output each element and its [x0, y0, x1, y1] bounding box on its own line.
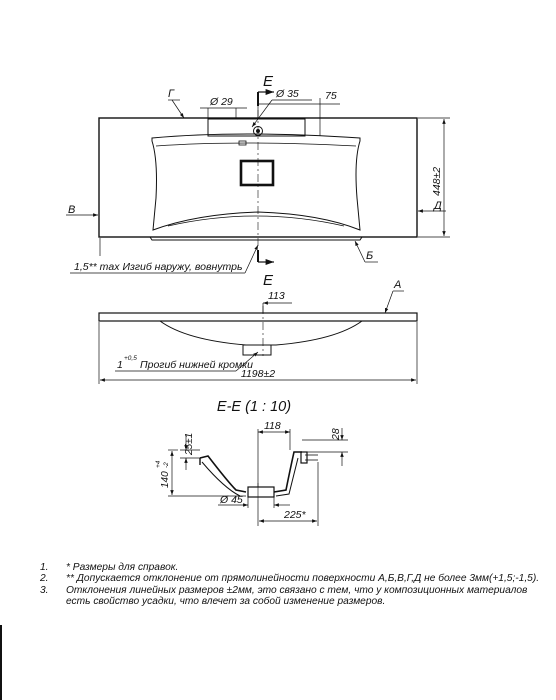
deflection-tol: +0,5	[124, 355, 137, 362]
small-drain-mark	[238, 140, 247, 146]
dim-28-label: 28	[330, 428, 342, 441]
note-number: 2.	[40, 573, 49, 585]
front-view	[98, 306, 418, 356]
note-text: Отклонения линейных размеров ±2мм, это с…	[66, 584, 528, 608]
section-drain	[247, 486, 275, 498]
section-right-wall	[273, 451, 302, 493]
dim-hole-35	[251, 99, 312, 128]
dim-140-label: 140	[160, 471, 171, 488]
leader-b	[354, 240, 378, 263]
leader-g	[168, 99, 185, 119]
label-b: Б	[366, 250, 373, 262]
dim-25	[180, 434, 200, 470]
dim-width-label: 1198±2	[241, 368, 275, 380]
deflection-value: 1	[117, 359, 123, 371]
note-text: * Размеры для справок.	[66, 562, 179, 573]
dim-118	[257, 429, 291, 487]
dim-113-label: 113	[268, 290, 285, 302]
dim-width	[98, 322, 418, 384]
leader-deflection	[115, 351, 259, 372]
dim-drain	[218, 497, 290, 508]
section-letter-top: E	[263, 73, 274, 90]
front-bowl-profile	[159, 320, 363, 346]
dim-225	[257, 462, 319, 526]
deflection-text: Прогиб нижней кромки	[140, 359, 253, 371]
bowl-bottom-curve	[167, 215, 345, 227]
bowl-inner-curve	[155, 142, 357, 147]
dim-75	[257, 98, 340, 136]
leader-bend	[70, 238, 259, 274]
tap-deck	[207, 118, 306, 137]
section-title: Е-Е (1 : 10)	[217, 399, 291, 415]
dim-140-tol-lower: -2	[163, 462, 170, 468]
dim-hole-29	[200, 107, 247, 119]
dim-140-tol-upper: +4	[155, 460, 162, 468]
note-text: ** Допускается отклонение от прямолинейн…	[66, 573, 540, 585]
section-view	[199, 451, 318, 500]
dim-140	[168, 449, 246, 497]
dim-118-label: 118	[264, 420, 281, 432]
note-number: 3.	[40, 584, 49, 596]
front-edge	[149, 236, 363, 241]
section-letter-bottom: E	[263, 272, 274, 289]
dim-28	[302, 428, 348, 466]
dim-75-label: 75	[325, 90, 337, 102]
notes-list: 1. * Размеры для справок. 2. ** Допускае…	[40, 562, 540, 608]
dim-hole-29-label: Ø 29	[209, 96, 233, 108]
note-item: 1. * Размеры для справок.	[40, 562, 540, 573]
label-d: Д	[432, 200, 442, 212]
dim-225-label: 225*	[283, 509, 307, 521]
dim-hole-35-label: Ø 35	[275, 88, 299, 100]
dim-height	[418, 117, 450, 238]
note-item: 2. ** Допускается отклонение от прямолин…	[40, 573, 540, 584]
front-drain	[242, 344, 272, 356]
section-left-wall	[199, 455, 247, 493]
overflow-slot	[239, 159, 275, 187]
dim-25-label: 25±1	[184, 433, 195, 456]
dim-height-label: 448±2	[431, 167, 443, 196]
label-v: В	[68, 204, 75, 216]
bowl-outline	[151, 133, 361, 231]
dim-113	[262, 301, 292, 313]
note-item: 3. Отклонения линейных размеров ±2мм, эт…	[40, 585, 540, 608]
front-top-slab	[98, 312, 418, 322]
bend-note: 1,5** max Изгиб наружу, вовнутрь	[74, 261, 242, 273]
leader-a	[384, 290, 404, 314]
dim-drain-label: Ø 45	[219, 494, 243, 506]
label-a: А	[393, 279, 401, 291]
page-edge-mark	[0, 625, 2, 700]
label-g: Г	[168, 88, 175, 100]
note-number: 1.	[40, 562, 49, 573]
